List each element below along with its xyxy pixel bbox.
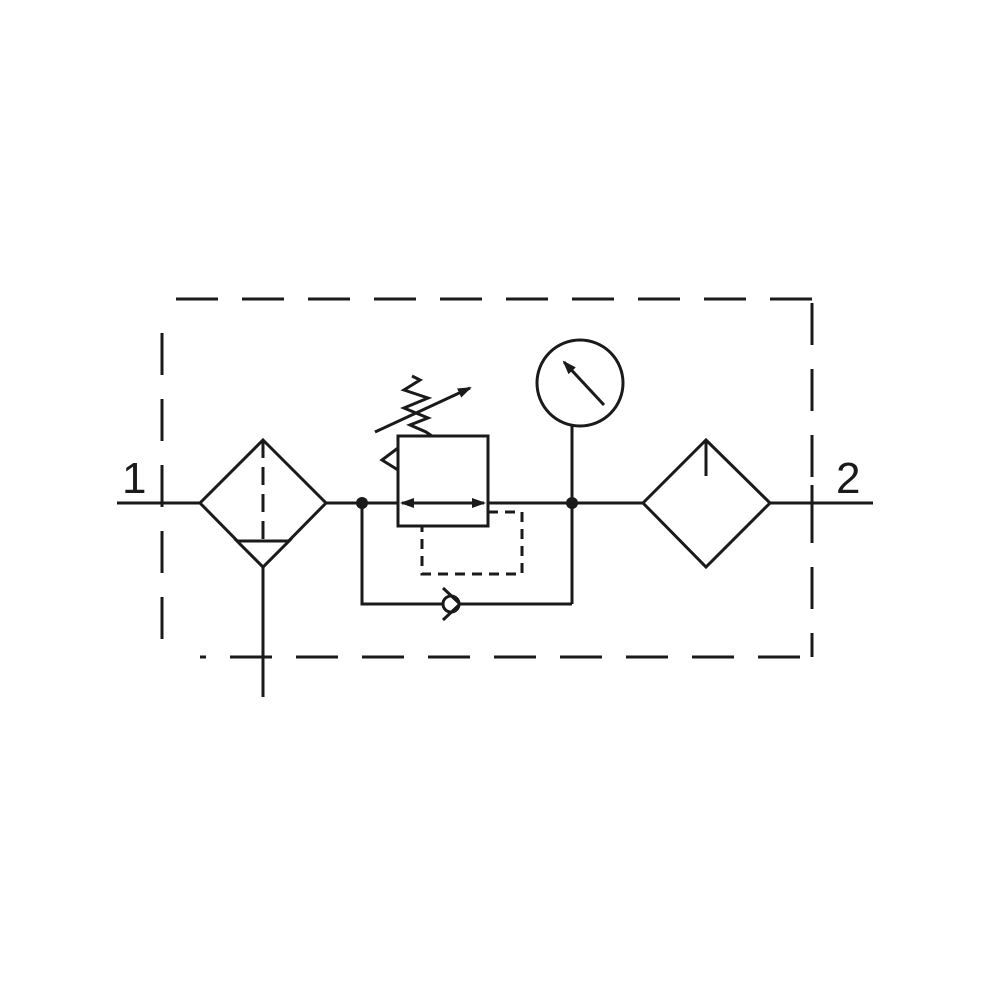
pressure-gauge-icon [535,338,625,503]
unit-enclosure-boundary [160,297,814,659]
outlet-port-label: 2 [836,454,860,503]
check-valve-icon [441,586,463,622]
filter-drain-bowl [233,539,293,570]
lubricator-icon [640,437,773,570]
pressure-regulator-icon [374,374,524,576]
bypass-check-valve-line [360,503,574,606]
inlet-port-label: 1 [122,454,146,503]
